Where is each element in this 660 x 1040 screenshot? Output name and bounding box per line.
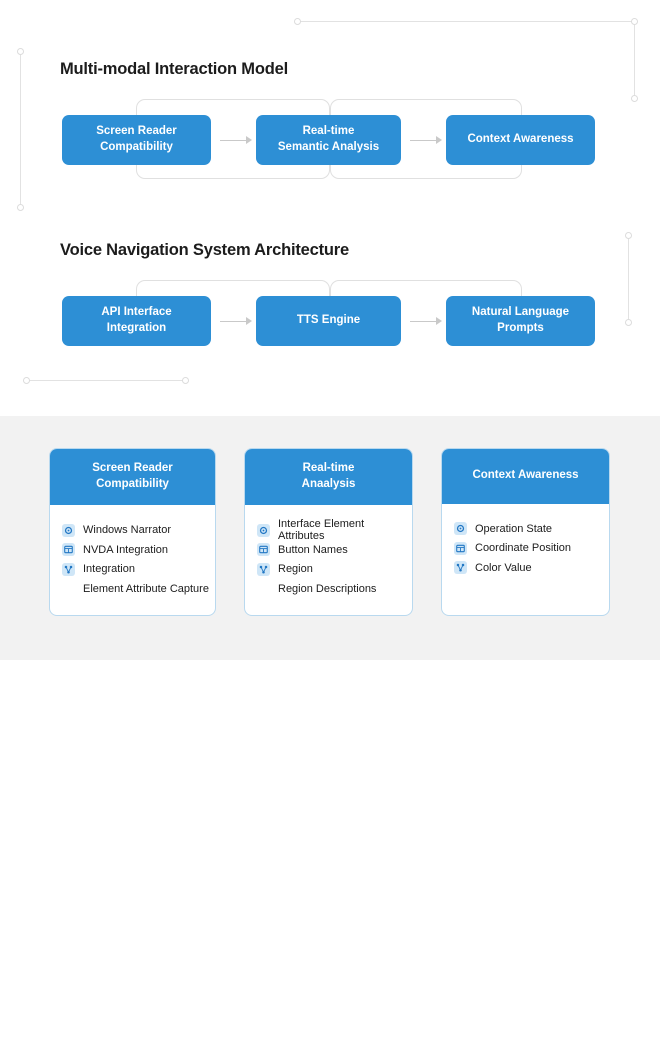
list-item-label: Coordinate Position [475, 542, 572, 555]
list-item-label: Windows Narrator [83, 524, 172, 537]
target-icon [257, 523, 270, 537]
target-icon [62, 523, 75, 537]
list-item-label: Integration [83, 563, 135, 576]
deco-line-right-upper [634, 25, 635, 97]
deco-dot-left-top [17, 48, 24, 55]
infographic-canvas: Multi-modal Interaction Model Screen Rea… [0, 18, 660, 660]
node-icon [62, 562, 75, 576]
arrow-head-icon [436, 317, 442, 325]
deco-line-bottom-left [27, 380, 185, 381]
list-item[interactable]: Windows Narrator [62, 523, 215, 537]
deco-line-right-lower [628, 236, 629, 322]
node-icon [454, 561, 467, 575]
list-item-label: Region [278, 563, 313, 576]
sparkle-icon: ✦ [608, 1007, 630, 1037]
grid-icon [62, 543, 75, 557]
list-item-label: Operation State [475, 522, 553, 535]
deco-dot-left-bottom [17, 204, 24, 211]
flow-box-api-interface-integration[interactable]: API Interface Integration [62, 296, 211, 346]
sparkle-small-icon: ✦ [636, 1025, 647, 1040]
arrow-shaft [220, 139, 247, 141]
flow-arrow-1a [220, 134, 252, 146]
flow-box-tts-engine[interactable]: TTS Engine [256, 296, 401, 346]
deco-dot-bottom-left-end [182, 377, 189, 384]
list-item-label: NVDA Integration [83, 543, 168, 556]
flow-box-screen-reader-compatibility[interactable]: Screen Reader Compatibility [62, 115, 211, 165]
arrow-head-icon [246, 136, 252, 144]
card-header: Real-time Anaalysis [245, 449, 412, 506]
arrow-shaft [410, 139, 437, 141]
card-body: Windows Narrator NVDA Integration Integr… [50, 505, 215, 611]
list-item[interactable]: Region Descriptions [257, 582, 412, 596]
list-item[interactable]: Integration [62, 562, 215, 576]
section-title-1: Multi-modal Interaction Model [60, 60, 288, 78]
grid-icon [454, 541, 467, 555]
list-item-label: Element Attribute Capture [83, 582, 209, 595]
flow-box-realtime-semantic-analysis[interactable]: Real-time Semantic Analysis [256, 115, 401, 165]
deco-line-left [20, 52, 21, 206]
flow-arrow-2a [220, 315, 252, 327]
list-item-label: Interface Element Attributes [278, 518, 365, 543]
section-title-2: Voice Navigation System Architecture [60, 241, 349, 259]
node-icon [257, 562, 270, 576]
flow-box-natural-language-prompts[interactable]: Natural Language Prompts [446, 296, 595, 346]
list-item[interactable]: Element Attribute Capture [62, 582, 215, 596]
flow-arrow-2b [410, 315, 442, 327]
flow-box-label: TTS Engine [296, 314, 361, 327]
arrow-head-icon [436, 136, 442, 144]
arrow-shaft [410, 320, 437, 322]
list-item[interactable]: Coordinate Position [454, 541, 609, 555]
flow-box-label: Real-time Semantic Analysis [277, 125, 380, 153]
flow-arrow-1b [410, 134, 442, 146]
list-item[interactable]: Region [257, 562, 412, 576]
grid-icon [257, 543, 270, 557]
list-item[interactable]: NVDA Integration [62, 543, 215, 557]
deco-dot-top-right-end [631, 18, 638, 25]
flow-box-label: Screen Reader Compatibility [96, 125, 177, 153]
list-item[interactable]: Button Names [257, 543, 412, 557]
flow-box-label: API Interface Integration [101, 306, 172, 334]
blank-icon [62, 582, 75, 595]
list-item[interactable]: Color Value [454, 561, 609, 575]
target-icon [454, 522, 467, 536]
list-item-label: Region Descriptions [278, 582, 377, 595]
card-header: Context Awareness [442, 449, 609, 504]
deco-dot-right-upper-end [631, 95, 638, 102]
flow-box-label: Context Awareness [467, 133, 574, 146]
deco-line-top-right [298, 21, 635, 22]
flow-box-context-awareness[interactable]: Context Awareness [446, 115, 595, 165]
card-header: Screen Reader Compatibility [50, 449, 215, 506]
arrow-shaft [220, 320, 247, 322]
card-body: Operation State Coordinate Position Colo… [442, 504, 609, 591]
deco-dot-top-right-start [294, 18, 301, 25]
arrow-head-icon [246, 317, 252, 325]
deco-dot-bottom-left-start [23, 377, 30, 384]
list-item-label: Color Value [475, 561, 532, 574]
blank-icon [257, 582, 270, 595]
card-body: Interface Element Attributes Button Name… [245, 505, 412, 611]
deco-dot-right-lower-bottom [625, 319, 632, 326]
list-item-label: Button Names [278, 543, 348, 556]
list-item[interactable]: Interface Element Attributes [257, 518, 412, 542]
flow-box-label: Natural Language Prompts [471, 306, 570, 334]
card-realtime-analysis[interactable]: Real-time Anaalysis Interface Element At… [244, 448, 413, 616]
card-screen-reader-compatibility[interactable]: Screen Reader Compatibility Windows Narr… [49, 448, 216, 616]
deco-dot-right-lower-top [625, 232, 632, 239]
card-context-awareness[interactable]: Context Awareness Operation State Coordi… [441, 448, 610, 616]
list-item[interactable]: Operation State [454, 522, 609, 536]
